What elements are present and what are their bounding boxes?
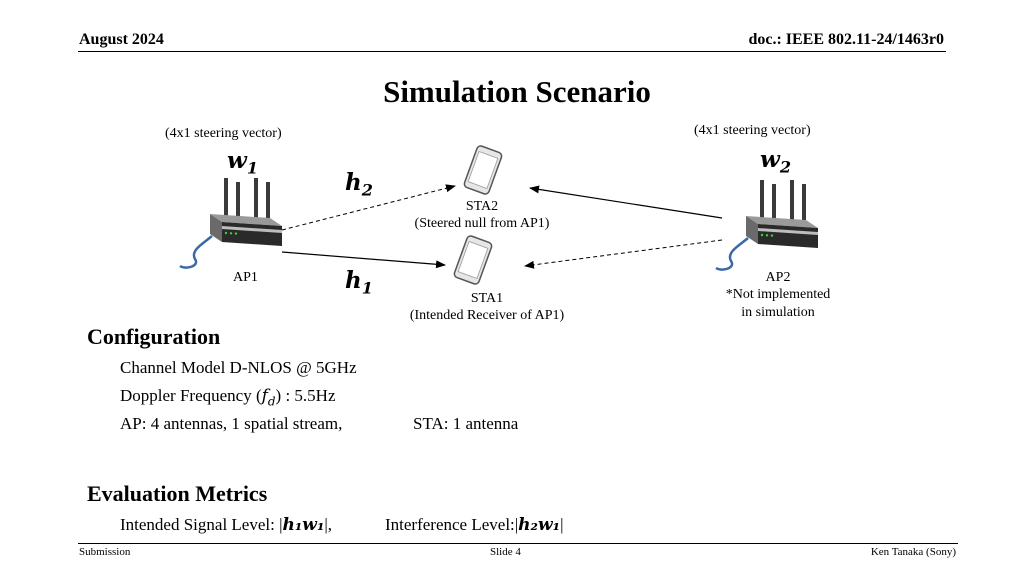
metric-interference: Interference Level:|h₂w₁| bbox=[385, 515, 563, 535]
doppler-suffix: ) : 5.5Hz bbox=[275, 386, 336, 405]
sta1-sublabel: (Intended Receiver of AP1) bbox=[409, 308, 565, 323]
metrics-heading: Evaluation Metrics bbox=[87, 481, 268, 506]
h1-channel-label: h1 bbox=[345, 267, 373, 298]
header-doc-id: doc.: IEEE 802.11-24/1463r0 bbox=[748, 31, 944, 48]
ap1-router-icon bbox=[179, 178, 282, 269]
ap2-router-icon bbox=[715, 180, 818, 271]
ap1-steering-note: (4x1 steering vector) bbox=[165, 126, 282, 141]
footer-submission: Submission bbox=[79, 546, 131, 558]
intended-suffix: |, bbox=[324, 515, 333, 534]
footer-slide-number: Slide 4 bbox=[490, 546, 521, 558]
ap1-vector-subscript: 1 bbox=[246, 158, 259, 178]
config-sta: STA: 1 antenna bbox=[413, 414, 519, 433]
ap2-vector-symbol: w bbox=[760, 146, 780, 173]
ap2-vector-subscript: 2 bbox=[779, 157, 792, 177]
sta2-sublabel: (Steered null from AP1) bbox=[414, 216, 550, 231]
ap2-note-line1: *Not implemented bbox=[725, 287, 831, 302]
h2-symbol: h bbox=[345, 169, 362, 196]
ap1-steering-vector: w1 bbox=[227, 147, 258, 178]
intended-prefix: Intended Signal Level: | bbox=[120, 515, 283, 534]
ap2-sta1-interference-arrow bbox=[524, 239, 723, 269]
ap2-steering-note: (4x1 steering vector) bbox=[694, 123, 811, 138]
config-channel-model: Channel Model D-NLOS @ 5GHz bbox=[120, 358, 357, 377]
interference-expression: h₂w₁ bbox=[518, 515, 561, 535]
sta2-phone-icon bbox=[463, 145, 503, 195]
h2-subscript: 2 bbox=[361, 180, 373, 200]
ap2-sta2-link-arrow bbox=[529, 185, 723, 219]
ap2-label: AP2 bbox=[765, 270, 791, 285]
ap2-note-line2: in simulation bbox=[741, 305, 815, 320]
doppler-subscript: d bbox=[267, 394, 276, 409]
header-rule bbox=[78, 51, 946, 52]
metric-intended-signal: Intended Signal Level: |h₁w₁|, bbox=[120, 515, 332, 535]
ap1-label: AP1 bbox=[233, 270, 258, 285]
config-doppler: Doppler Frequency (fd) : 5.5Hz bbox=[120, 386, 336, 408]
intended-expression: h₁w₁ bbox=[282, 515, 325, 535]
h1-subscript: 1 bbox=[361, 278, 373, 298]
h1-symbol: h bbox=[345, 267, 362, 294]
ap1-vector-symbol: w bbox=[227, 147, 247, 174]
header-date: August 2024 bbox=[79, 31, 164, 48]
doppler-prefix: Doppler Frequency ( bbox=[120, 386, 262, 405]
h2-link-arrow bbox=[281, 184, 456, 231]
doppler-symbol: f bbox=[261, 386, 268, 406]
h1-link-arrow bbox=[281, 251, 446, 269]
interference-prefix: Interference Level:| bbox=[385, 515, 519, 534]
sta2-label: STA2 bbox=[465, 199, 499, 214]
interference-suffix: | bbox=[560, 515, 564, 534]
sta1-phone-icon bbox=[453, 235, 493, 285]
sta1-label: STA1 bbox=[470, 291, 504, 306]
configuration-heading: Configuration bbox=[87, 324, 221, 349]
footer-author: Ken Tanaka (Sony) bbox=[870, 546, 956, 558]
slide-title: Simulation Scenario bbox=[383, 74, 651, 109]
ap2-steering-vector: w2 bbox=[760, 146, 791, 177]
config-ap: AP: 4 antennas, 1 spatial stream, bbox=[120, 414, 343, 433]
h2-channel-label: h2 bbox=[345, 169, 373, 200]
footer-rule bbox=[78, 543, 958, 544]
